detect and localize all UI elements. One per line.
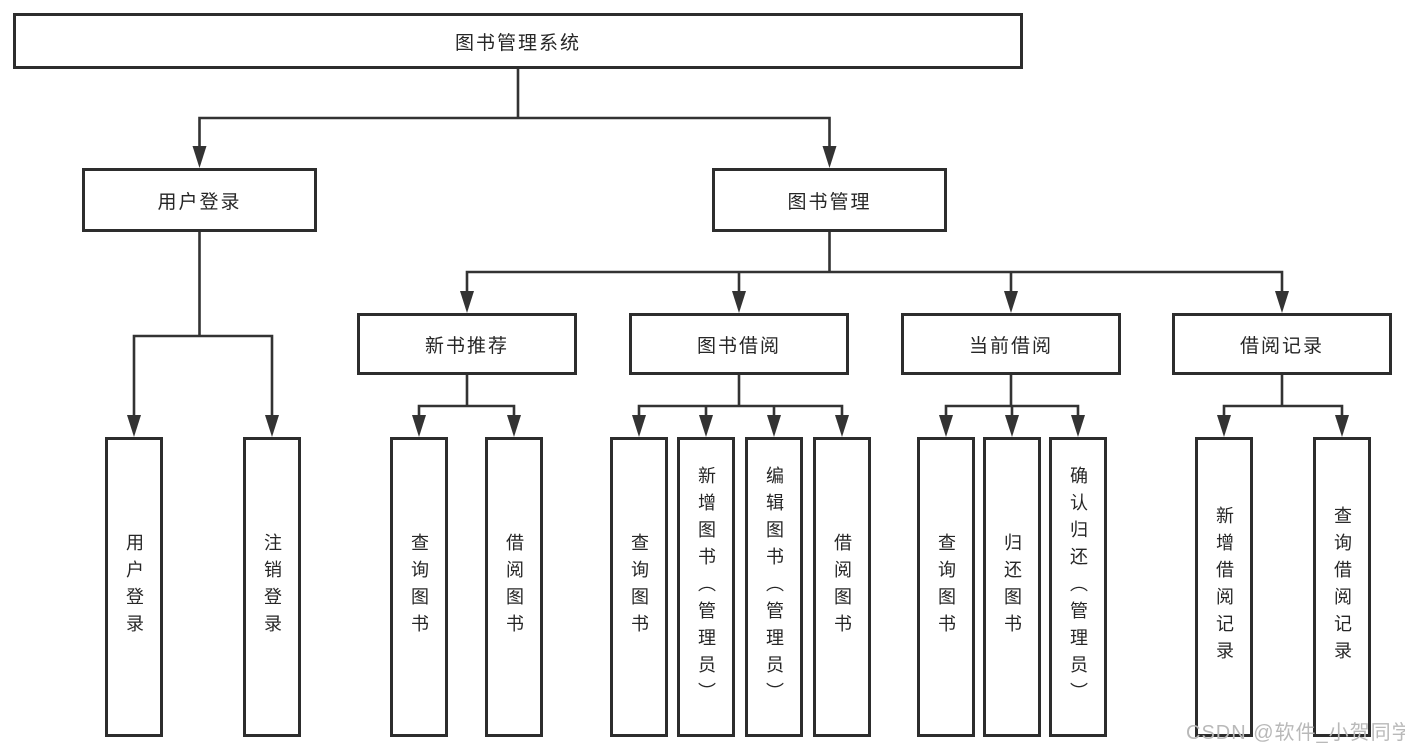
leaf-label: 查询借阅记录 <box>1332 506 1352 668</box>
connector-group <box>460 230 1289 313</box>
node-new-book-recommend: 新书推荐 <box>357 313 577 375</box>
arrowhead-icon <box>835 415 849 437</box>
leaf-logout: 注销登录 <box>243 437 301 737</box>
node-label: 图书管理系统 <box>454 32 581 54</box>
leaf-label: 用户登录 <box>124 533 144 641</box>
leaf-borrow-books: 借阅图书 <box>813 437 871 737</box>
leaf-label: 确认归还（管理员） <box>1068 465 1088 709</box>
connector-group <box>939 373 1085 437</box>
leaf-add-borrow-record: 新增借阅记录 <box>1195 437 1253 737</box>
arrowhead-icon <box>822 146 837 168</box>
connector-group <box>127 230 279 437</box>
arrowhead-icon <box>1005 415 1019 437</box>
leaf-borrow-books-recommend: 借阅图书 <box>485 437 543 737</box>
connector-group <box>1217 373 1349 437</box>
node-label: 新书推荐 <box>424 335 509 357</box>
connector-group <box>632 373 849 437</box>
arrowhead-icon <box>265 415 279 437</box>
node-borrowing-records: 借阅记录 <box>1172 313 1392 375</box>
leaf-confirm-return-admin: 确认归还（管理员） <box>1049 437 1107 737</box>
node-current-borrowing: 当前借阅 <box>901 313 1121 375</box>
leaf-label: 编辑图书（管理员） <box>764 465 784 709</box>
leaf-label: 归还图书 <box>1002 533 1022 641</box>
leaf-label: 查询图书 <box>629 533 649 641</box>
arrowhead-icon <box>507 415 521 437</box>
arrowhead-icon <box>412 415 426 437</box>
node-book-management-module: 图书管理 <box>712 168 947 232</box>
arrowhead-icon <box>1275 291 1289 313</box>
arrowhead-icon <box>127 415 141 437</box>
arrowhead-icon <box>1004 291 1018 313</box>
leaf-query-borrow-record: 查询借阅记录 <box>1313 437 1371 737</box>
watermark-text: CSDN @软件_小贺同学 <box>1186 722 1405 744</box>
arrowhead-icon <box>460 291 474 313</box>
arrowhead-icon <box>767 415 781 437</box>
connector-group <box>412 373 521 437</box>
arrowhead-icon <box>192 146 207 168</box>
arrowhead-icon <box>632 415 646 437</box>
leaf-label: 新增借阅记录 <box>1214 506 1234 668</box>
leaf-label: 注销登录 <box>262 533 282 641</box>
leaf-label: 查询图书 <box>936 533 956 641</box>
node-label: 图书借阅 <box>696 335 781 357</box>
leaf-label: 查询图书 <box>409 533 429 641</box>
leaf-query-books-current: 查询图书 <box>917 437 975 737</box>
arrowhead-icon <box>1217 415 1231 437</box>
leaf-label: 借阅图书 <box>504 533 524 641</box>
arrowhead-icon <box>1071 415 1085 437</box>
arrowhead-icon <box>732 291 746 313</box>
node-library-management-system: 图书管理系统 <box>13 13 1023 69</box>
node-label: 用户登录 <box>157 191 242 213</box>
leaf-edit-book-admin: 编辑图书（管理员） <box>745 437 803 737</box>
leaf-add-book-admin: 新增图书（管理员） <box>677 437 735 737</box>
leaf-return-book: 归还图书 <box>983 437 1041 737</box>
leaf-query-books-recommend: 查询图书 <box>390 437 448 737</box>
leaf-query-books-borrowing: 查询图书 <box>610 437 668 737</box>
leaf-label: 新增图书（管理员） <box>696 465 716 709</box>
connector-group <box>192 67 837 168</box>
leaf-label: 借阅图书 <box>832 533 852 641</box>
arrowhead-icon <box>699 415 713 437</box>
node-label: 图书管理 <box>787 191 872 213</box>
node-user-login-module: 用户登录 <box>82 168 317 232</box>
node-label: 借阅记录 <box>1239 335 1324 357</box>
node-label: 当前借阅 <box>968 335 1053 357</box>
node-book-borrowing: 图书借阅 <box>629 313 849 375</box>
arrowhead-icon <box>939 415 953 437</box>
arrowhead-icon <box>1335 415 1349 437</box>
leaf-user-login: 用户登录 <box>105 437 163 737</box>
